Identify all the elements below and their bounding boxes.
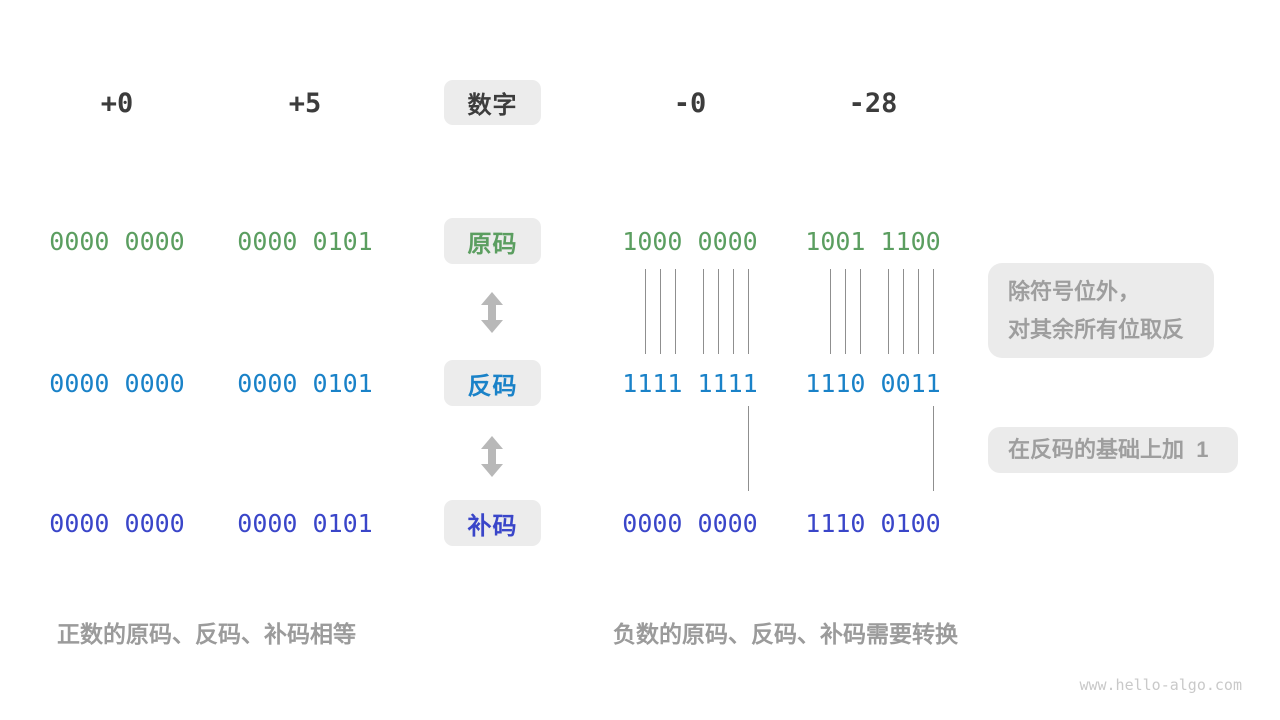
row-label-ones-complement: 反码 <box>444 360 541 406</box>
row-label-sign-magnitude: 原码 <box>444 218 541 264</box>
bit-connector-line <box>718 269 719 354</box>
annotation-invert-line1: 除符号位外， <box>1008 278 1141 304</box>
number-minus-0: -0 <box>673 88 707 119</box>
bit-connector-line <box>660 269 661 354</box>
row-label-number: 数字 <box>444 80 541 125</box>
number-plus-0: +0 <box>100 88 134 119</box>
sign-magnitude-value: 1001 1100 <box>805 227 941 256</box>
sign-magnitude-value: 0000 0000 <box>49 227 185 256</box>
bit-connector-line <box>748 269 749 354</box>
number-minus-28: -28 <box>848 88 898 119</box>
bit-connector-line <box>888 269 889 354</box>
ones-complement-value: 1111 1111 <box>622 369 758 398</box>
annotation-invert-bits: 除符号位外， 对其余所有位取反 <box>988 263 1214 358</box>
ones-complement-value: 0000 0000 <box>49 369 185 398</box>
ones-complement-value: 1110 0011 <box>805 369 941 398</box>
bit-connector-line <box>675 269 676 354</box>
annotation-add-one: 在反码的基础上加 1 <box>988 427 1238 473</box>
swap-arrow-icon <box>481 436 503 477</box>
bit-connector-line <box>933 406 934 491</box>
site-watermark: www.hello-algo.com <box>1079 676 1242 694</box>
twos-complement-value: 0000 0101 <box>237 509 373 538</box>
bit-connector-line <box>733 269 734 354</box>
bit-connector-line <box>703 269 704 354</box>
sign-magnitude-value: 1000 0000 <box>622 227 758 256</box>
twos-complement-value: 0000 0000 <box>49 509 185 538</box>
sign-magnitude-value: 0000 0101 <box>237 227 373 256</box>
twos-complement-value: 0000 0000 <box>622 509 758 538</box>
bit-connector-line <box>933 269 934 354</box>
bit-connector-line <box>645 269 646 354</box>
bit-connector-line <box>918 269 919 354</box>
row-label-twos-complement: 补码 <box>444 500 541 546</box>
caption-positive-numbers: 正数的原码、反码、补码相等 <box>57 621 356 647</box>
bit-connector-line <box>903 269 904 354</box>
annotation-invert-line2: 对其余所有位取反 <box>1008 316 1185 342</box>
bit-connector-line <box>845 269 846 354</box>
number-plus-5: +5 <box>288 88 322 119</box>
twos-complement-value: 1110 0100 <box>805 509 941 538</box>
ones-complement-value: 0000 0101 <box>237 369 373 398</box>
bit-connector-line <box>830 269 831 354</box>
swap-arrow-icon <box>481 292 503 333</box>
bit-connector-line <box>860 269 861 354</box>
caption-negative-numbers: 负数的原码、反码、补码需要转换 <box>613 621 958 647</box>
bit-connector-line <box>748 406 749 491</box>
